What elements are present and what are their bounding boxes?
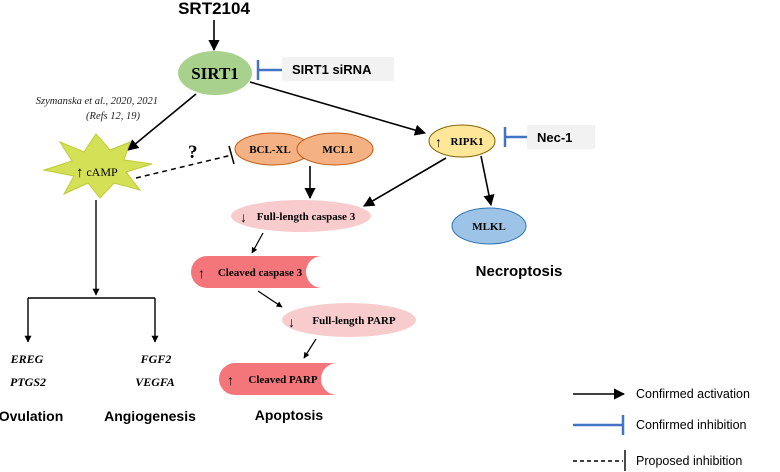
proposed-inhibition-line [135,154,233,179]
sirt1-sirna-box [282,57,394,81]
cleaved-caspase3-label: Cleaved caspase 3 [218,267,303,279]
reference-line-2: (Refs 12, 19) [86,111,140,122]
legend-inhibition-label: Confirmed inhibition [636,418,747,432]
apoptosis-label: Apoptosis [255,407,324,423]
fl-parp-label: Full-length PARP [312,315,395,327]
fl-caspase3-node [231,200,371,232]
nec1-box [527,125,595,149]
gene-ereg: EREG [10,352,44,366]
arrow-ripk1-to-mlkl [480,155,495,207]
legend-activation-label: Confirmed activation [636,387,750,401]
arrow-cleaved-caspase3-to-fl-parp [257,290,283,308]
fl-caspase3-label: Full-length caspase 3 [257,211,356,223]
camp-node [42,133,153,199]
cleaved-caspase3-up-arrow-icon: ↑ [198,267,205,282]
fl-parp-node [282,303,416,337]
ovulation-label: Ovulation [0,408,63,424]
legend: Confirmed activation Confirmed inhibitio… [573,387,750,471]
srt2104-label: SRT2104 [178,0,250,18]
proposed-inhibition-bar [228,145,235,165]
arrow-fl-parp-to-cleaved [303,338,317,359]
necroptosis-label: Necroptosis [476,263,563,280]
legend-proposed-label: Proposed inhibition [636,454,742,468]
mlkl-label: MLKL [472,221,506,233]
angiogenesis-label: Angiogenesis [104,408,196,424]
mcl1-node [296,132,374,166]
mlkl-node [451,207,527,245]
gene-vegfa: VEGFA [135,375,175,389]
fl-parp-down-arrow-icon: ↓ [288,316,295,331]
arrow-ripk1-to-caspase3 [363,157,447,207]
gene-fgf2: FGF2 [140,352,172,366]
camp-up-arrow-icon: ↑ [76,165,84,181]
sirt1-label: SIRT1 [191,64,239,83]
cleaved-parp-node [219,363,337,395]
cleaved-parp-up-arrow-icon: ↑ [227,374,234,389]
bclxl-label: BCL-XL [249,144,291,156]
ripk1-label: RIPK1 [451,136,484,148]
question-mark: ? [188,142,198,163]
arrow-sirt1-to-camp [127,93,197,151]
sirt1-node [178,51,252,95]
camp-label: cAMP [86,165,118,179]
cleaved-parp-label: Cleaved PARP [248,374,317,386]
mcl1-label: MCL1 [322,144,353,156]
sirt1-sirna-label: SIRT1 siRNA [292,62,372,77]
fl-caspase3-down-arrow-icon: ↓ [240,211,247,226]
ripk1-node [428,124,496,158]
reference-line-1: Szymanska et al., 2020, 2021 [36,96,158,107]
ripk1-up-arrow-icon: ↑ [435,136,442,151]
arrow-fl-caspase3-to-cleaved [251,232,264,254]
cleaved-caspase3-node [191,256,322,288]
nec1-label: Nec-1 [537,130,572,145]
gene-ptgs2: PTGS2 [10,375,46,389]
arrow-sirt1-to-ripk1 [249,81,427,136]
